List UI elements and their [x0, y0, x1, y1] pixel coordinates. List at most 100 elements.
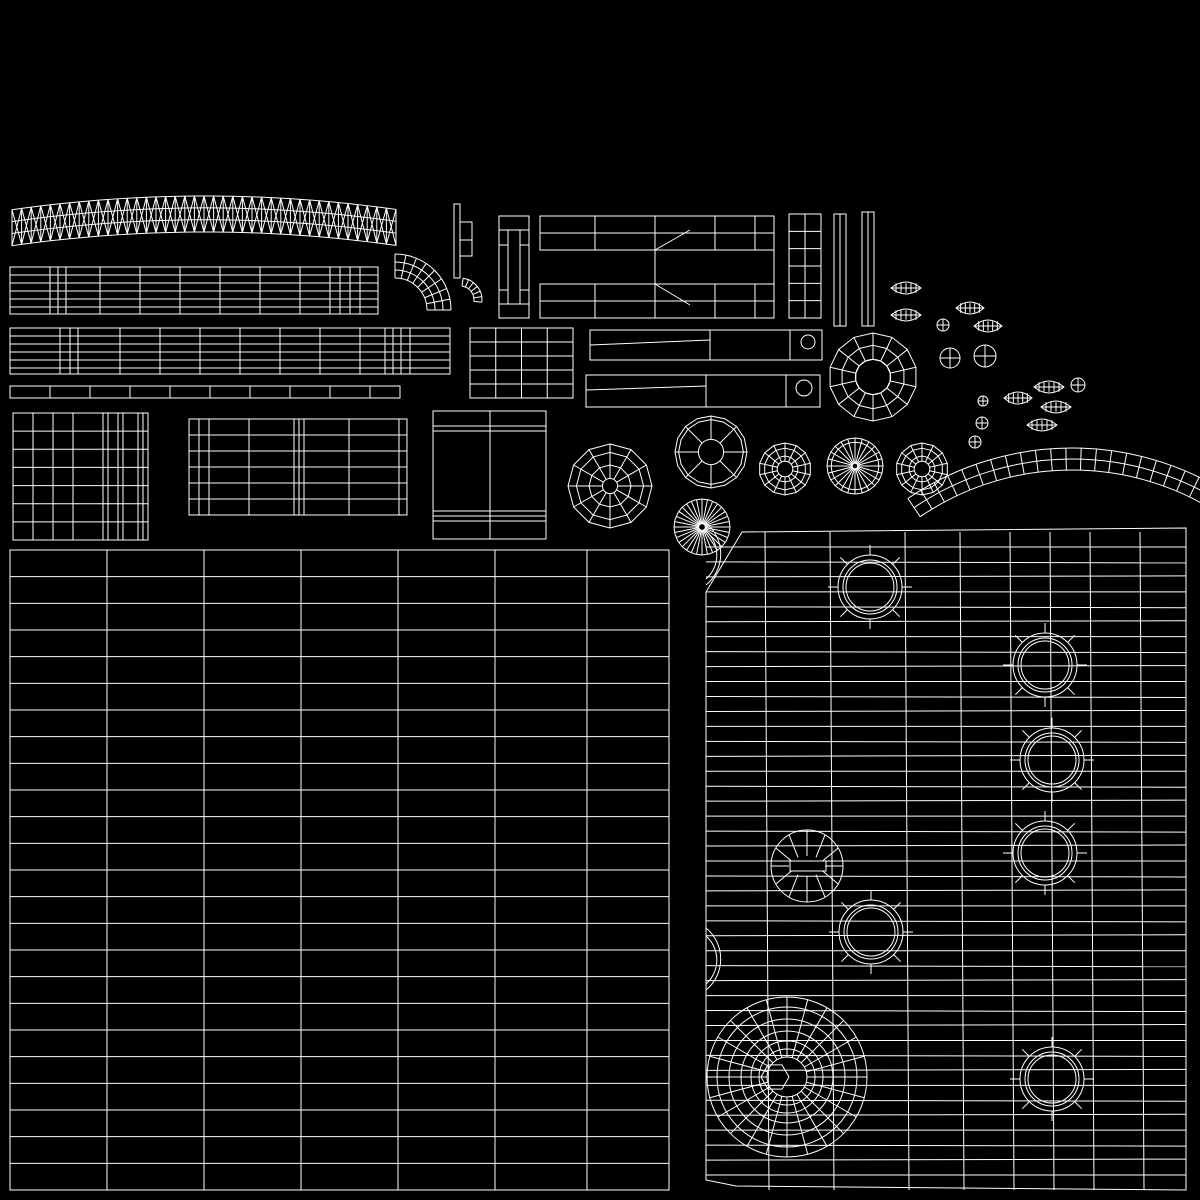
hole-inner [843, 560, 897, 614]
wire-edge [1177, 471, 1186, 491]
wire-edge [774, 446, 782, 462]
hole-core [1028, 736, 1076, 784]
leaf-7 [1041, 401, 1071, 413]
wire-edge [704, 507, 721, 524]
wire-edge [839, 388, 860, 404]
wire-edge [319, 202, 329, 237]
wire-edge [765, 474, 779, 485]
notch-arc-inner [706, 531, 717, 579]
wire-edge [474, 301, 482, 302]
wire-edge [271, 198, 281, 233]
tiny-disc-7 [969, 436, 981, 448]
wire-edge [146, 197, 156, 233]
wire-edge [881, 393, 892, 417]
wire-edge [401, 255, 406, 279]
wire-edge [706, 562, 1186, 563]
wire-edge [934, 483, 944, 502]
wire-edge [703, 500, 708, 524]
wire-edge [407, 258, 416, 280]
disc-left [568, 444, 652, 528]
wire-edge [676, 528, 699, 537]
wire-edge [60, 203, 70, 240]
wire-edge [857, 468, 875, 486]
wire-edge [118, 198, 128, 235]
wire-edge [760, 471, 778, 475]
wire-edge [881, 337, 892, 361]
wire-edge [1022, 1049, 1029, 1056]
wire-edge [474, 297, 482, 298]
wire-edge [1051, 449, 1053, 471]
wire-edge [655, 230, 690, 250]
wire-edge [706, 607, 1186, 608]
tiny-disc-4 [1071, 378, 1085, 392]
wire-edge [706, 1159, 1186, 1160]
wire-edge [856, 439, 863, 463]
wire-edge [925, 476, 933, 492]
wire-edge [793, 471, 811, 475]
wire-edge [223, 196, 233, 232]
wire-edge [710, 1082, 768, 1098]
wire-edge [127, 198, 137, 235]
wire-edge [706, 710, 1186, 711]
band-mid [12, 220, 396, 234]
wire-edge [706, 1011, 1186, 1012]
disc-hub [777, 461, 793, 477]
wire-edge [857, 452, 879, 465]
disc-faceted [675, 416, 747, 488]
small-arc-2 [462, 278, 482, 302]
wire-edge [960, 532, 964, 1190]
wire-edge [12, 208, 22, 245]
wire-edge [774, 476, 782, 492]
wire-edge [793, 463, 811, 467]
panel-right-strip-b [834, 214, 846, 326]
wire-edge [233, 197, 243, 233]
wire-edge [617, 465, 647, 482]
wire-edge [893, 610, 900, 617]
wire-edge [706, 1100, 1186, 1101]
grid-mid-square [470, 328, 573, 398]
hole-core [1028, 1055, 1076, 1103]
wire-edge [908, 498, 920, 516]
bracket-piece [499, 216, 529, 318]
wire-edge [823, 848, 839, 861]
bar-piece-1 [590, 330, 822, 360]
wire-edge [705, 529, 725, 543]
panel-notch-2 [706, 523, 721, 585]
wire-edge [468, 283, 473, 289]
wire-edge [991, 460, 997, 481]
wire-edge [928, 453, 942, 464]
wire-edge [893, 557, 900, 564]
wire-edge [1095, 449, 1097, 471]
wire-edge [718, 1087, 770, 1117]
notch-arc-outer [706, 523, 721, 585]
wire-edge [828, 459, 852, 466]
wire-edge [1090, 532, 1094, 1190]
wire-edge [706, 921, 1186, 922]
hole-core [847, 908, 895, 956]
wire-edge [1022, 783, 1029, 790]
wire-edge [338, 204, 348, 239]
wire-edge [679, 529, 699, 543]
wire-edge [706, 755, 1186, 756]
wire-edge [1068, 876, 1075, 883]
wire-edge [887, 388, 908, 404]
wire-edge [897, 463, 915, 467]
arc-band [462, 286, 474, 301]
disc-dense [827, 438, 883, 494]
wire-edge [789, 835, 798, 858]
curved-dense-band [12, 196, 396, 246]
wire-edge [686, 461, 703, 478]
tiny-disc-6 [976, 417, 988, 429]
wire-border [13, 413, 148, 540]
wire-edge [175, 196, 185, 232]
panel-right-strip-a [789, 214, 821, 318]
panel-hole-6 [1010, 1037, 1094, 1121]
disc-hub [602, 478, 617, 493]
wire-edge [706, 1025, 1186, 1026]
wire-edge [1022, 730, 1029, 737]
wire-edge [706, 576, 1186, 577]
wire-edge [1015, 876, 1022, 883]
wire-edge [791, 453, 805, 464]
wire-edge [897, 471, 915, 475]
wire-edge [857, 446, 875, 464]
